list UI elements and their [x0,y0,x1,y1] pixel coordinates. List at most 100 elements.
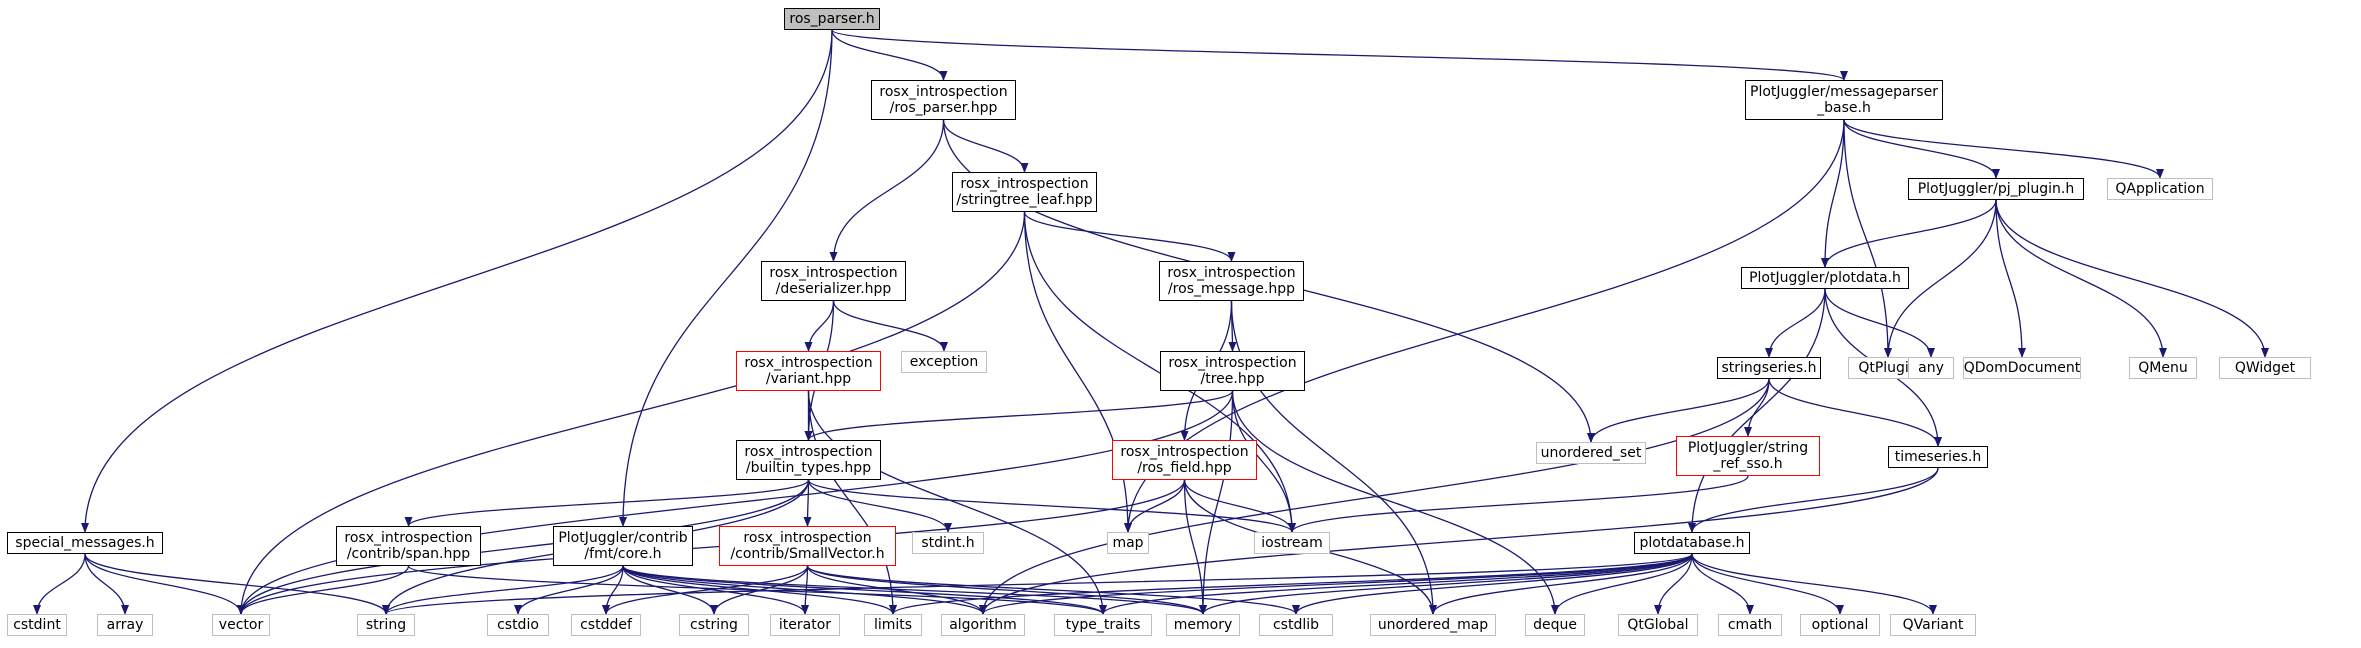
node-label: /variant.hpp [765,371,852,387]
node-unordered-set: unordered_set [1536,442,1646,464]
edge-rosx_tree-to-memory [1199,390,1234,615]
edge-rosx_variant-to-type_traits [807,390,1107,615]
node-label: unordered_set [1540,445,1642,461]
node-special-messages[interactable]: special_messages.h [7,532,163,554]
node-label: PlotJuggler/pj_plugin.h [1917,181,2075,197]
node-type-traits: type_traits [1054,614,1152,636]
node-iterator: iterator [770,614,840,636]
node-label: /ros_field.hpp [1137,460,1232,476]
node-label: rosx_introspection [769,265,898,281]
node-rosx-contrib-span[interactable]: rosx_introspection/contrib/span.hpp [336,526,481,566]
node-any: any [1908,357,1954,379]
edge-pj_messageparser-to-qapplication [1843,119,2164,179]
edge-pj_messageparser-to-pj_plotdata [1821,119,1845,268]
node-qvariant: QVariant [1890,614,1976,636]
edge-pj_messageparser-to-pj_plugin [1843,119,2000,179]
node-stdint-h: stdint.h [912,532,984,554]
edge-rosx_builtin_types-to-vector [237,479,810,615]
edge-timeseries-to-algorithm [979,467,1939,615]
node-label: rosx_introspection [743,530,872,546]
node-rosx-smallvector[interactable]: rosx_introspection/contrib/SmallVector.h [719,526,896,566]
node-label: any [1918,360,1944,376]
edge-rosx_smallvector-to-memory [806,565,1207,615]
edge-stringseries-to-algorithm [979,378,1770,615]
node-limits: limits [864,614,922,636]
node-label: PlotJuggler/messageparser [1750,84,1938,100]
node-algorithm: algorithm [941,614,1025,636]
node-rosx-ros-field[interactable]: rosx_introspection/ros_field.hpp [1112,440,1257,480]
node-unordered-map: unordered_map [1370,614,1496,636]
edge-ros_parser_h-to-special_messages [81,29,833,533]
edge-special_messages-to-array [84,553,129,615]
edge-plotdatabase-to-unordered_map [1429,553,1693,615]
node-rosx-tree[interactable]: rosx_introspection/tree.hpp [1160,351,1305,391]
node-label: array [106,617,144,633]
node-label: deque [1533,617,1577,633]
node-optional: optional [1800,614,1880,636]
node-rosx-builtin-types[interactable]: rosx_introspection/builtin_types.hpp [736,440,881,480]
node-label: ros_parser.h [789,11,875,27]
edge-rosx_ros_message-to-unordered_map [1230,300,1437,615]
node-qtglobal: QtGlobal [1618,614,1698,636]
edge-plotdatabase-to-type_traits [1099,553,1693,615]
node-rosx-stringtree-leaf[interactable]: rosx_introspection/stringtree_leaf.hpp [952,172,1097,212]
node-array: array [97,614,153,636]
node-label: vector [218,617,264,633]
node-ros-parser-h[interactable]: ros_parser.h [784,8,880,30]
node-cstdlib: cstdlib [1259,614,1333,636]
node-rosx-variant[interactable]: rosx_introspection/variant.hpp [736,351,881,391]
node-pj-messageparser[interactable]: PlotJuggler/messageparser_base.h [1745,80,1943,120]
edge-pj_fmt_core-to-cstdio [514,565,624,615]
node-exception: exception [901,351,987,373]
edge-rosx_tree-to-rosx_builtin_types [804,390,1234,441]
edge-pj_plotdata-to-stringseries [1765,288,1826,358]
edge-pj_messageparser-to-qtplugin [1843,119,1892,358]
node-rosx-ros-message[interactable]: rosx_introspection/ros_message.hpp [1159,261,1304,301]
node-stringseries[interactable]: stringseries.h [1717,357,1821,379]
node-label: rosx_introspection [744,355,873,371]
node-label: stdint.h [921,535,975,551]
edge-rosx_ros_field-to-map [1124,479,1186,533]
node-label: string [365,617,407,633]
node-label: iterator [778,617,832,633]
node-label: rosx_introspection [344,530,473,546]
node-memory: memory [1166,614,1240,636]
node-label: cmath [1727,617,1773,633]
edge-rosx_stringtree_leaf-to-iostream [1023,211,1296,533]
node-qwidget: QWidget [2219,357,2311,379]
node-pj-plugin[interactable]: PlotJuggler/pj_plugin.h [1908,178,2084,200]
node-timeseries[interactable]: timeseries.h [1888,446,1988,468]
node-string: string [357,614,415,636]
node-label: _ref_sso.h [1713,456,1783,472]
node-label: rosx_introspection [879,84,1008,100]
node-pj-string-ref-sso[interactable]: PlotJuggler/string_ref_sso.h [1676,436,1820,476]
node-label: QtGlobal [1627,617,1689,633]
edge-rosx_ros_field-to-memory [1183,479,1207,615]
node-rosx-deserializer[interactable]: rosx_introspection/deserializer.hpp [761,261,906,301]
node-label: rosx_introspection [744,444,873,460]
node-label: limits [873,617,913,633]
edge-plotdatabase-to-deque [1551,553,1693,615]
node-label: /builtin_types.hpp [745,460,872,476]
edge-rosx_ros_field-to-iostream [1183,479,1296,533]
edge-special_messages-to-string [84,553,390,615]
edge-rosx_builtin_types-to-rosx_smallvector [803,479,812,527]
edge-rosx_builtin_types-to-stdint_h [807,479,952,533]
node-pj-plotdata[interactable]: PlotJuggler/plotdata.h [1741,267,1909,289]
edge-pj_fmt_core-to-string [382,565,624,615]
node-plotdatabase[interactable]: plotdatabase.h [1634,532,1750,554]
edge-rosx_ros_parser-to-rosx_deserializer [829,119,945,262]
node-rosx-ros-parser[interactable]: rosx_introspection/ros_parser.hpp [871,80,1016,120]
edge-plotdatabase-to-memory [1199,553,1693,615]
node-label: QDomDocument [1963,360,2081,376]
node-map: map [1107,532,1149,554]
edge-pj_plugin-to-qmenu [1995,199,2167,358]
node-pj-fmt-core[interactable]: PlotJuggler/contrib/fmt/core.h [553,526,693,566]
node-label: /deserializer.hpp [775,281,892,297]
edge-rosx_stringtree_leaf-to-vector [237,211,1026,615]
node-label: QApplication [2115,181,2205,197]
node-label: special_messages.h [15,535,155,551]
node-label: algorithm [949,617,1017,633]
node-label: iostream [1261,535,1323,551]
